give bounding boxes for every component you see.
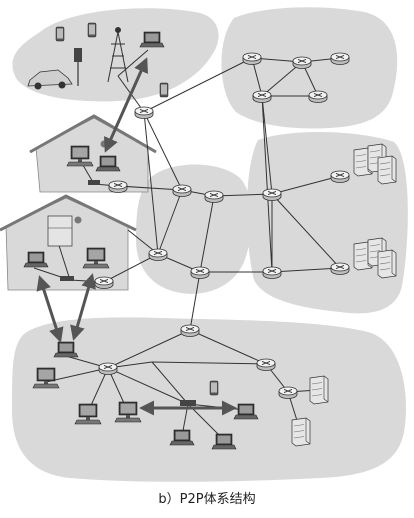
traffic-light-icon <box>74 48 82 86</box>
campus-desktop-a <box>32 367 60 389</box>
home2-refrigerator-icon <box>47 215 73 247</box>
home2-desktop <box>82 247 110 269</box>
router-home-2 <box>94 276 114 289</box>
mobile-network-region <box>12 8 219 102</box>
home2-thermostat-icon <box>74 216 82 224</box>
home2-modem <box>60 276 74 281</box>
router-enterprise-4 <box>330 262 350 275</box>
smartphone-2 <box>87 22 97 38</box>
router-campus-3 <box>256 358 276 371</box>
campus-desktop-1 <box>74 403 102 425</box>
global-isp-region <box>221 7 398 129</box>
home-2-devices <box>23 215 110 281</box>
router-regional-1 <box>172 184 192 197</box>
smartphone-1 <box>55 26 65 42</box>
router-regional-4 <box>190 266 210 279</box>
router-isp-3 <box>330 52 350 65</box>
router-home-1 <box>108 180 128 193</box>
router-campus-4 <box>278 386 298 399</box>
campus-phone <box>209 380 219 396</box>
router-enterprise-2 <box>262 266 282 279</box>
router-regional-2 <box>204 190 224 203</box>
campus-server-2 <box>291 417 311 447</box>
home1-modem <box>88 180 100 185</box>
router-enterprise-1 <box>262 188 282 201</box>
mobile-devices <box>27 22 169 98</box>
p2p-arrow-home2-desktop-campus <box>70 273 96 341</box>
p2p-connections <box>36 57 237 416</box>
router-isp-2 <box>292 56 312 69</box>
router-campus-1 <box>180 324 200 337</box>
smartphone-3 <box>159 82 169 98</box>
p2p-arrow-mobile-home1 <box>104 57 148 153</box>
router-regional-3 <box>148 248 168 261</box>
router-enterprise-3 <box>330 170 350 183</box>
home1-desktop <box>66 145 94 167</box>
cell-tower-icon <box>107 27 129 83</box>
router-isp-4 <box>252 90 272 103</box>
car-icon <box>27 69 73 90</box>
router-campus-2 <box>98 362 118 375</box>
figure-caption: b）P2P体系结构 <box>158 492 256 507</box>
campus-switch <box>180 400 196 406</box>
router-isp-5 <box>308 90 328 103</box>
router-isp-1 <box>242 52 262 65</box>
p2p-arrow-home2-laptop-campus <box>36 275 64 343</box>
router-core-1 <box>134 106 154 119</box>
campus-server-1 <box>309 375 329 405</box>
campus-desktop-b <box>114 401 142 423</box>
